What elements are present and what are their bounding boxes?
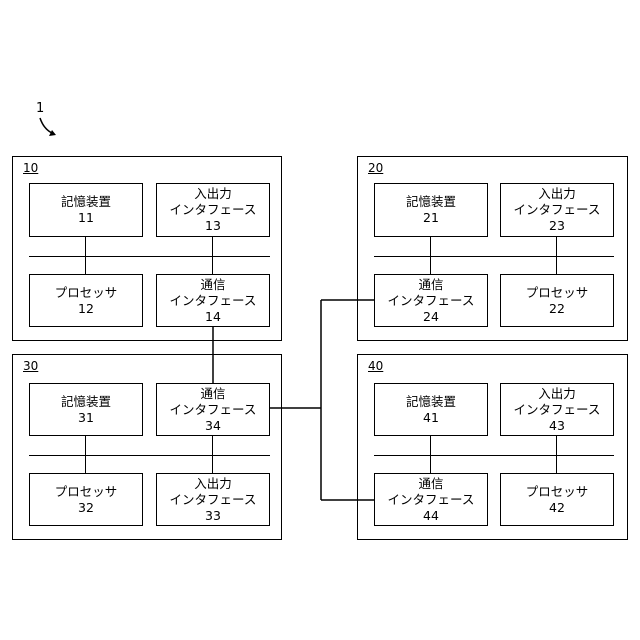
storage-device: 記憶装置31 [29,383,143,436]
bus-tap [85,237,86,274]
processor: プロセッサ22 [500,274,614,327]
bus-tap [85,436,86,473]
unit-20: 20 記憶装置21 入出力インタフェース23 通信インタフェース24 プロセッサ… [357,156,628,341]
internal-bus [374,256,614,257]
reference-arrowhead [49,130,56,136]
unit-label: 20 [368,161,383,175]
internal-bus [374,455,614,456]
processor: プロセッサ32 [29,473,143,526]
io-interface: 入出力インタフェース33 [156,473,270,526]
processor: プロセッサ42 [500,473,614,526]
bus-tap [212,436,213,473]
system-reference-label: 1 [36,101,44,116]
io-interface: 入出力インタフェース23 [500,183,614,237]
storage-device: 記憶装置11 [29,183,143,237]
unit-label: 10 [23,161,38,175]
bus-tap [556,436,557,473]
communication-interface: 通信インタフェース44 [374,473,488,526]
communication-interface: 通信インタフェース24 [374,274,488,327]
unit-label: 40 [368,359,383,373]
communication-interface: 通信インタフェース14 [156,274,270,327]
bus-tap [430,436,431,473]
io-interface: 入出力インタフェース13 [156,183,270,237]
internal-bus [29,455,270,456]
bus-tap [430,237,431,274]
bus-tap [556,237,557,274]
unit-40: 40 記憶装置41 入出力インタフェース43 通信インタフェース44 プロセッサ… [357,354,628,540]
unit-10: 10 記憶装置11 入出力インタフェース13 プロセッサ12 通信インタフェース… [12,156,282,341]
storage-device: 記憶装置21 [374,183,488,237]
bus-tap [212,237,213,274]
storage-device: 記憶装置41 [374,383,488,436]
unit-label: 30 [23,359,38,373]
io-interface: 入出力インタフェース43 [500,383,614,436]
internal-bus [29,256,270,257]
unit-30: 30 記憶装置31 通信インタフェース34 プロセッサ32 入出力インタフェース… [12,354,282,540]
processor: プロセッサ12 [29,274,143,327]
communication-interface: 通信インタフェース34 [156,383,270,436]
